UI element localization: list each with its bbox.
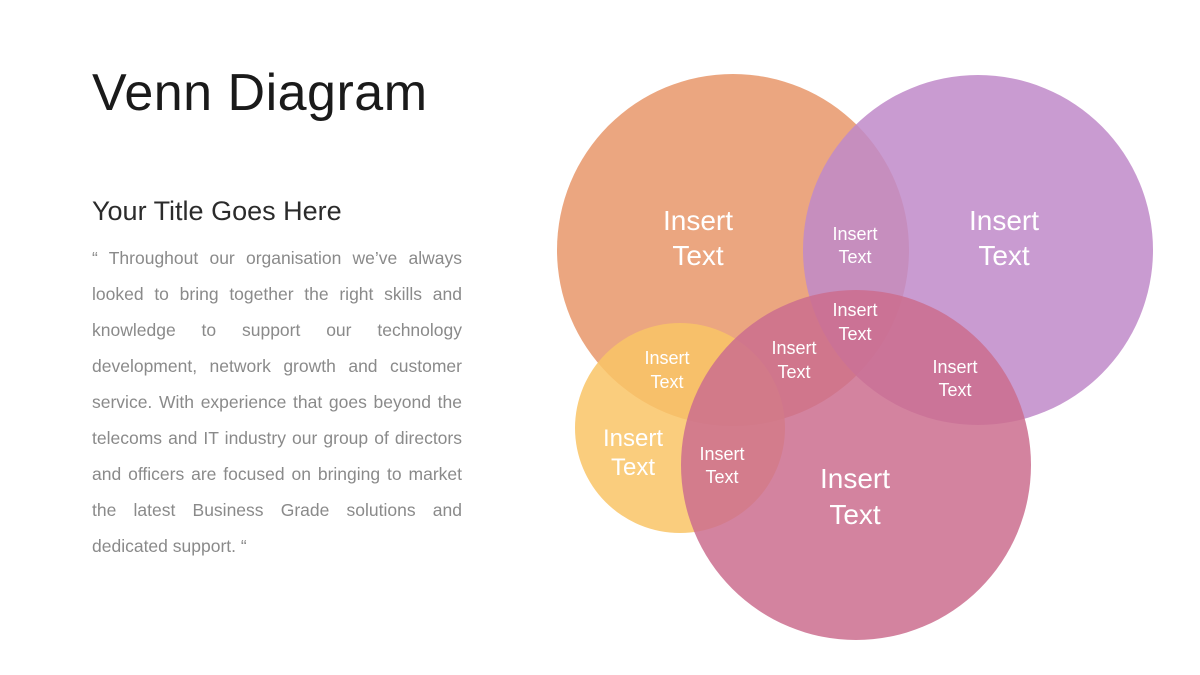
label-orange-line2: Text [672,240,724,271]
body-paragraph: “ Throughout our organisation we’ve alwa… [92,248,462,556]
label-yellow-pink: Insert [699,444,744,464]
label-pink-line2: Text [829,499,881,530]
label-purple-pink-line2: Text [938,380,971,400]
label-orange-yellow: Insert [644,348,689,368]
label-orange-purple-line2: Text [838,247,871,267]
label-orange-pink-line2: Text [777,362,810,382]
label-yellow: Insert [603,425,663,452]
label-orange-yellow-line2: Text [650,372,683,392]
section-subtitle: Your Title Goes Here [92,196,342,226]
page-title: Venn Diagram [92,64,428,122]
label-yellow-pink-line2: Text [705,467,738,487]
label-orange-pink: Insert [771,338,816,358]
label-yellow-line2: Text [611,454,655,481]
label-orange-purple-pink: Insert [832,300,877,320]
label-orange-purple: Insert [832,224,877,244]
circle-pink [681,290,1031,640]
label-orange: Insert [663,205,733,236]
label-orange-purple-pink-line2: Text [838,324,871,344]
label-purple: Insert [969,205,1039,236]
label-pink: Insert [820,463,890,494]
label-purple-line2: Text [978,240,1030,271]
label-purple-pink: Insert [932,357,977,377]
